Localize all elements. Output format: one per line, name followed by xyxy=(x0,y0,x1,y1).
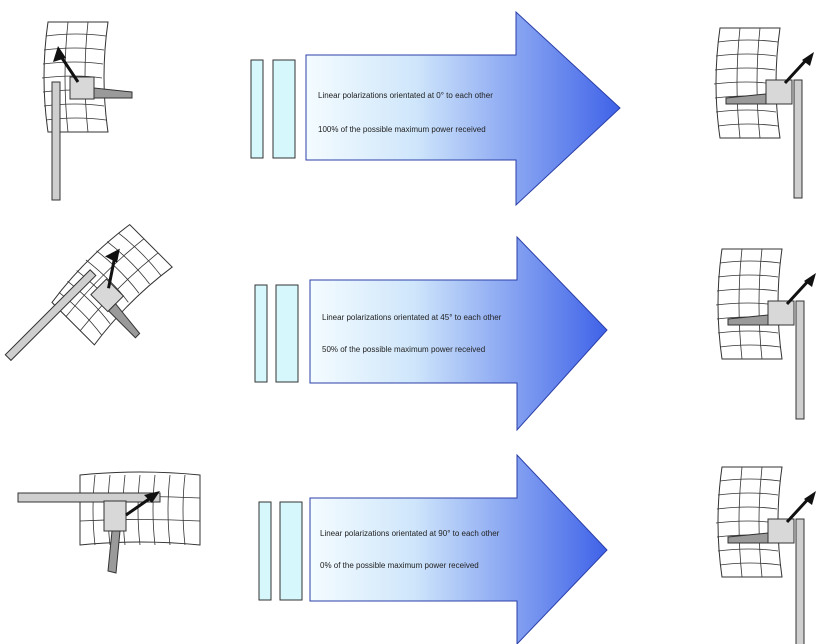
row-graphics xyxy=(17,453,816,644)
transmission-arrow xyxy=(305,10,621,207)
power-caption: 50% of the possible maximum power receiv… xyxy=(322,345,486,354)
polarizer-bar-2 xyxy=(275,284,299,383)
polarization-row-90: Linear polarizations orientated at 90° t… xyxy=(0,445,821,644)
left-antenna xyxy=(4,219,173,362)
power-caption: 0% of the possible maximum power receive… xyxy=(320,561,479,570)
left-antenna xyxy=(17,471,201,574)
right-antenna xyxy=(713,27,814,199)
row-graphics xyxy=(41,10,814,207)
orientation-caption: Linear polarizations orientated at 90° t… xyxy=(320,529,500,538)
right-antenna xyxy=(715,248,816,420)
power-caption: 100% of the possible maximum power recei… xyxy=(318,125,486,134)
row-graphics xyxy=(4,219,816,432)
transmission-arrow xyxy=(309,235,608,432)
right-antenna xyxy=(715,466,816,644)
polarizer-bar-2 xyxy=(279,501,303,601)
polarizer-bar-1 xyxy=(254,284,268,383)
polarizer-bar-1 xyxy=(250,59,264,159)
polarization-row-45: Linear polarizations orientated at 45° t… xyxy=(0,219,821,435)
transmission-arrow xyxy=(309,453,608,644)
orientation-caption: Linear polarizations orientated at 0° to… xyxy=(318,91,493,100)
left-antenna xyxy=(41,21,133,201)
polarizer-bar-2 xyxy=(272,59,296,159)
orientation-caption: Linear polarizations orientated at 45° t… xyxy=(322,313,502,322)
polarization-row-0: Linear polarizations orientated at 0° to… xyxy=(0,0,821,215)
polarizer-bar-1 xyxy=(258,501,272,601)
